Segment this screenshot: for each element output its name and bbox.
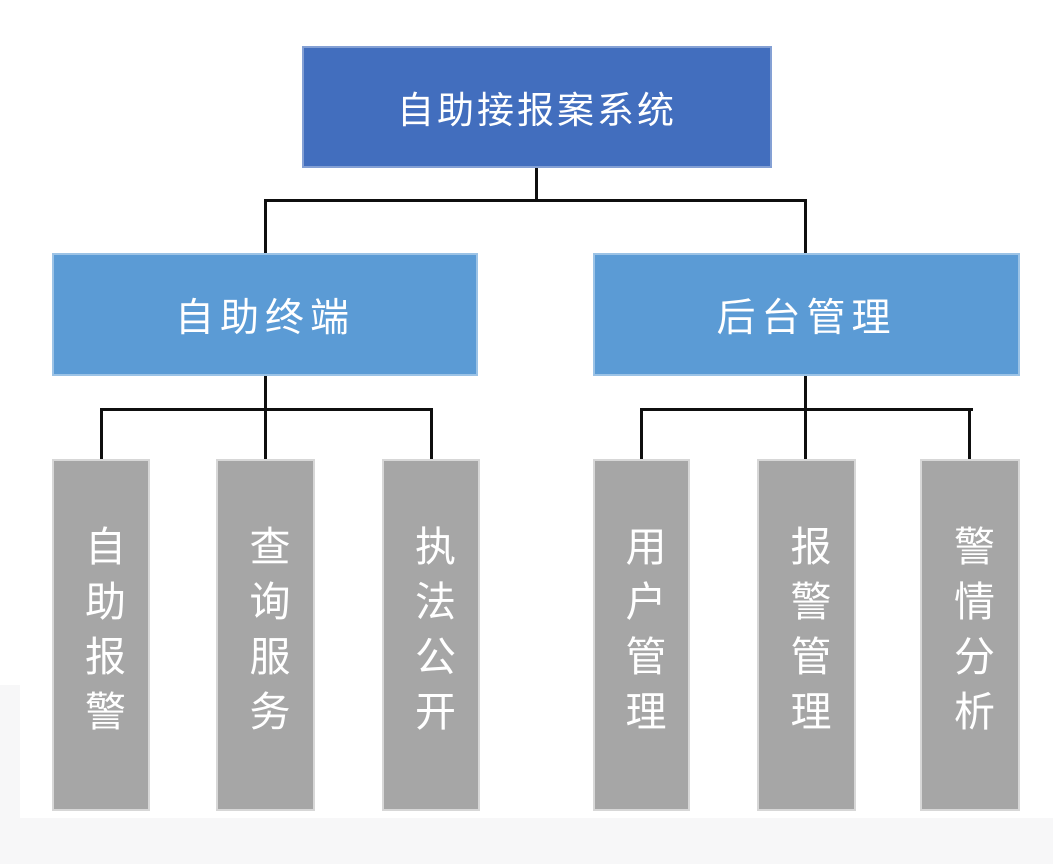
- connector-drop-leaf-6: [968, 408, 971, 460]
- node-root: 自助接报案系统: [302, 46, 772, 168]
- node-leaf-user-management-label: 用户管理: [619, 525, 665, 745]
- node-leaf-user-management: 用户管理: [593, 459, 690, 811]
- node-leaf-incident-analysis: 警情分析: [920, 459, 1020, 811]
- node-root-label: 自助接报案系统: [397, 90, 677, 131]
- connector-drop-branch-backend: [804, 199, 807, 255]
- connector-drop-leaf-3: [430, 408, 433, 460]
- bottom-margin-band: [0, 818, 1053, 864]
- connector-drop-branch-terminal: [264, 199, 267, 255]
- node-branch-terminal-label: 自助终端: [174, 296, 355, 340]
- node-branch-backend-label: 后台管理: [716, 296, 897, 340]
- connector-backend-horizontal: [640, 408, 973, 411]
- node-leaf-query-service-label: 查询服务: [243, 525, 289, 745]
- node-leaf-alarm-management-label: 报警管理: [784, 525, 830, 745]
- node-leaf-alarm-management: 报警管理: [757, 459, 856, 811]
- left-margin-band: [0, 685, 20, 818]
- connector-level1-horizontal: [264, 199, 807, 202]
- connector-terminal-stub: [264, 376, 267, 460]
- node-leaf-query-service: 查询服务: [216, 459, 315, 811]
- connector-backend-stub: [804, 376, 807, 460]
- connector-terminal-horizontal: [100, 408, 433, 411]
- connector-drop-leaf-1: [100, 408, 103, 460]
- node-leaf-law-disclosure-label: 执法公开: [408, 525, 455, 745]
- connector-root-stub: [535, 168, 538, 202]
- node-branch-terminal: 自助终端: [52, 253, 478, 376]
- connector-drop-leaf-4: [640, 408, 643, 460]
- node-leaf-self-alarm: 自助报警: [52, 459, 150, 811]
- node-leaf-incident-analysis-label: 警情分析: [947, 525, 994, 745]
- node-leaf-self-alarm-label: 自助报警: [78, 525, 125, 745]
- node-branch-backend: 后台管理: [593, 253, 1020, 376]
- node-leaf-law-disclosure: 执法公开: [382, 459, 480, 811]
